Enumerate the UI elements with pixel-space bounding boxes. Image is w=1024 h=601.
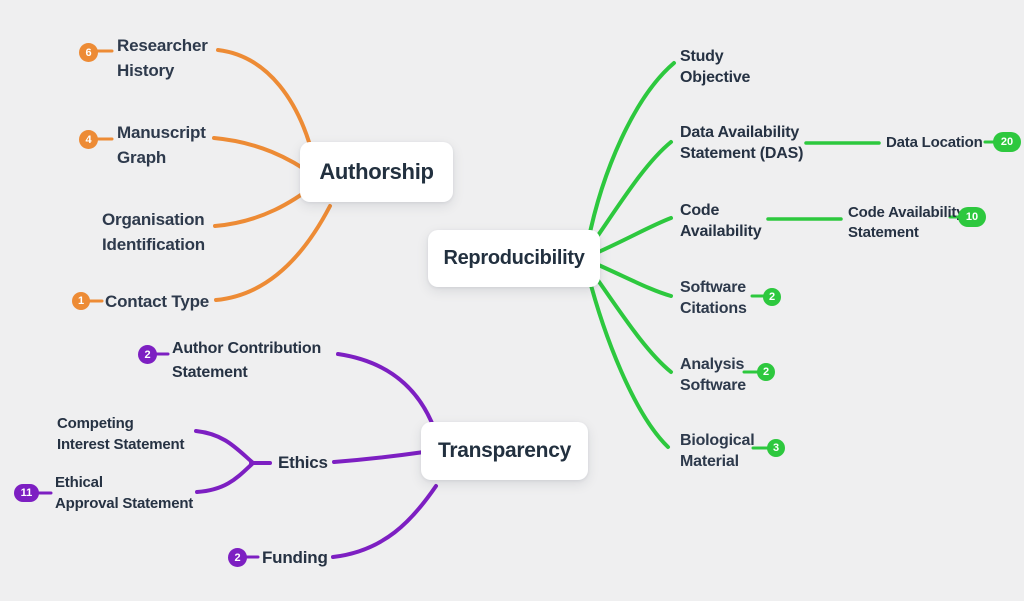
connector-das xyxy=(588,140,673,249)
count-badge-manuscript-graph[interactable]: 4 xyxy=(79,130,98,149)
connector-ethics-topic xyxy=(332,450,426,464)
branch-contact-type[interactable]: Contact Type xyxy=(105,292,210,311)
connector-analysis-software xyxy=(588,267,673,374)
branch-biological-material[interactable]: Biological Material xyxy=(680,432,755,470)
branch-analysis-software[interactable]: Analysis Software xyxy=(680,356,746,394)
branch-study-objective[interactable]: Study Objective xyxy=(680,48,751,86)
count-badge-code-availability-statement[interactable]: 10 xyxy=(958,207,986,227)
branch-organisation-identification[interactable]: Organisation Identification xyxy=(102,210,205,254)
connector-code-availability xyxy=(592,216,673,256)
branch-competing-interest-statement[interactable]: Competing Interest Statement xyxy=(57,415,185,453)
branch-funding[interactable]: Funding xyxy=(262,548,328,567)
subbranch-code-availability-statement[interactable]: Code Availability Statement xyxy=(848,204,965,241)
count-badge-biological-material[interactable]: 3 xyxy=(767,439,785,457)
connector-competing-interest xyxy=(194,429,254,464)
branch-code-availability[interactable]: Code Availability xyxy=(680,202,762,240)
branch-author-contribution-statement[interactable]: Author Contribution Statement xyxy=(172,340,322,381)
connector-biological-material xyxy=(586,272,670,449)
count-badge-analysis-software[interactable]: 2 xyxy=(757,363,775,381)
count-badge-data-location[interactable]: 20 xyxy=(993,132,1021,152)
topic-authorship-title: Authorship xyxy=(319,159,434,184)
subbranch-data-location[interactable]: Data Location xyxy=(886,134,983,151)
branch-data-availability-statement[interactable]: Data Availability Statement (DAS) xyxy=(680,124,804,162)
count-badge-ethical-approval[interactable]: 11 xyxy=(14,484,39,502)
count-badge-software-citations[interactable]: 2 xyxy=(763,288,781,306)
count-badge-funding[interactable]: 2 xyxy=(228,548,247,567)
count-badge-contact-type[interactable]: 1 xyxy=(72,292,90,310)
topic-transparency-title: Transparency xyxy=(438,439,571,462)
authorship-connectors xyxy=(87,48,332,303)
branch-manuscript-graph[interactable]: Manuscript Graph xyxy=(117,123,206,167)
topic-transparency[interactable]: Transparency xyxy=(421,422,588,480)
count-badge-author-contribution[interactable]: 2 xyxy=(138,345,157,364)
branch-researcher-history[interactable]: Researcher History xyxy=(117,36,208,80)
transparency-connectors xyxy=(36,352,438,559)
topic-reproducibility-title: Reproducibility xyxy=(443,247,585,269)
connector-researcher-history xyxy=(216,48,316,162)
topic-reproducibility[interactable]: Reproducibility xyxy=(428,230,600,287)
connector-funding xyxy=(331,484,438,559)
connector-author-contribution xyxy=(336,352,436,430)
connector-software-citations xyxy=(592,261,673,298)
branch-ethics[interactable]: Ethics xyxy=(278,453,328,472)
connector-contact-type xyxy=(214,204,332,302)
topic-authorship[interactable]: Authorship xyxy=(300,142,453,202)
branch-software-citations[interactable]: Software Citations xyxy=(680,279,747,317)
count-badge-researcher-history[interactable]: 6 xyxy=(79,43,98,62)
reproducibility-connectors xyxy=(586,61,998,450)
branch-ethical-approval-statement[interactable]: Ethical Approval Statement xyxy=(55,474,194,512)
connector-study-objective xyxy=(586,61,676,244)
connector-ethical-approval xyxy=(195,462,254,494)
